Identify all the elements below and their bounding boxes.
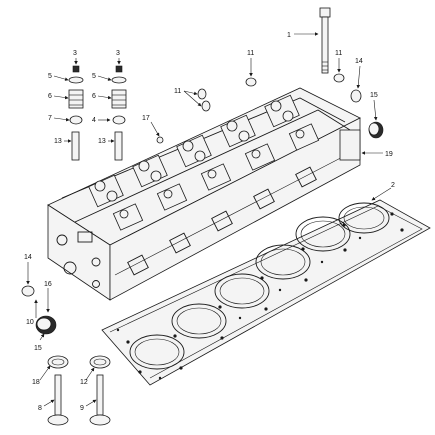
o-ring <box>201 100 211 112</box>
valve-seat-insert <box>89 355 111 369</box>
valve-stack-right <box>111 65 127 161</box>
callout-7: 7 <box>48 115 52 122</box>
callout-11: 11 <box>335 50 342 57</box>
callout-13: 13 <box>54 138 62 145</box>
o-ring <box>245 77 257 87</box>
cylinder-head <box>47 87 361 301</box>
callout-9: 9 <box>80 405 84 412</box>
gasket-holes <box>116 212 404 380</box>
callout-14: 14 <box>24 254 32 261</box>
callout-11: 11 <box>247 50 254 57</box>
head-gasket <box>101 199 431 386</box>
callout-16: 16 <box>44 281 52 288</box>
intake-valve <box>47 374 69 426</box>
callout-3: 3 <box>116 50 120 57</box>
callout-15: 15 <box>34 345 42 352</box>
callout-6: 6 <box>92 93 96 100</box>
callout-15: 15 <box>370 92 378 99</box>
rear-water-boss <box>339 129 361 161</box>
callout-8: 8 <box>38 405 42 412</box>
callout-11: 11 <box>174 88 181 95</box>
callout-4: 4 <box>92 117 96 124</box>
exhaust-valve <box>89 374 111 426</box>
callout-10: 10 <box>26 319 34 326</box>
seal-ring <box>350 89 362 103</box>
callout-17: 17 <box>142 115 150 122</box>
gasket-bores <box>129 202 390 370</box>
callout-5: 5 <box>48 73 52 80</box>
side-ports <box>114 149 357 276</box>
valve-seat-insert <box>47 355 69 369</box>
callout-1: 1 <box>287 32 291 39</box>
installed-valve-springs <box>94 100 305 219</box>
callout-18: 18 <box>32 379 40 386</box>
callout-3: 3 <box>73 50 77 57</box>
end-face-bores <box>56 231 101 288</box>
callout-19: 19 <box>385 151 393 158</box>
leader-lines <box>26 32 392 407</box>
callout-6: 6 <box>48 93 52 100</box>
callout-14: 14 <box>355 58 363 65</box>
head-bolt <box>319 7 331 74</box>
callout-2: 2 <box>391 182 395 189</box>
o-ring <box>21 285 35 297</box>
o-ring <box>333 73 345 83</box>
callouts: 1 2 3 3 4 5 5 6 6 7 8 9 10 11 11 11 12 1… <box>24 32 395 412</box>
valve-stack-left <box>68 65 84 161</box>
dowel-plug <box>156 136 164 144</box>
o-ring <box>197 88 207 100</box>
callout-5: 5 <box>92 73 96 80</box>
callout-13: 13 <box>98 138 106 145</box>
callout-12: 12 <box>80 379 88 386</box>
